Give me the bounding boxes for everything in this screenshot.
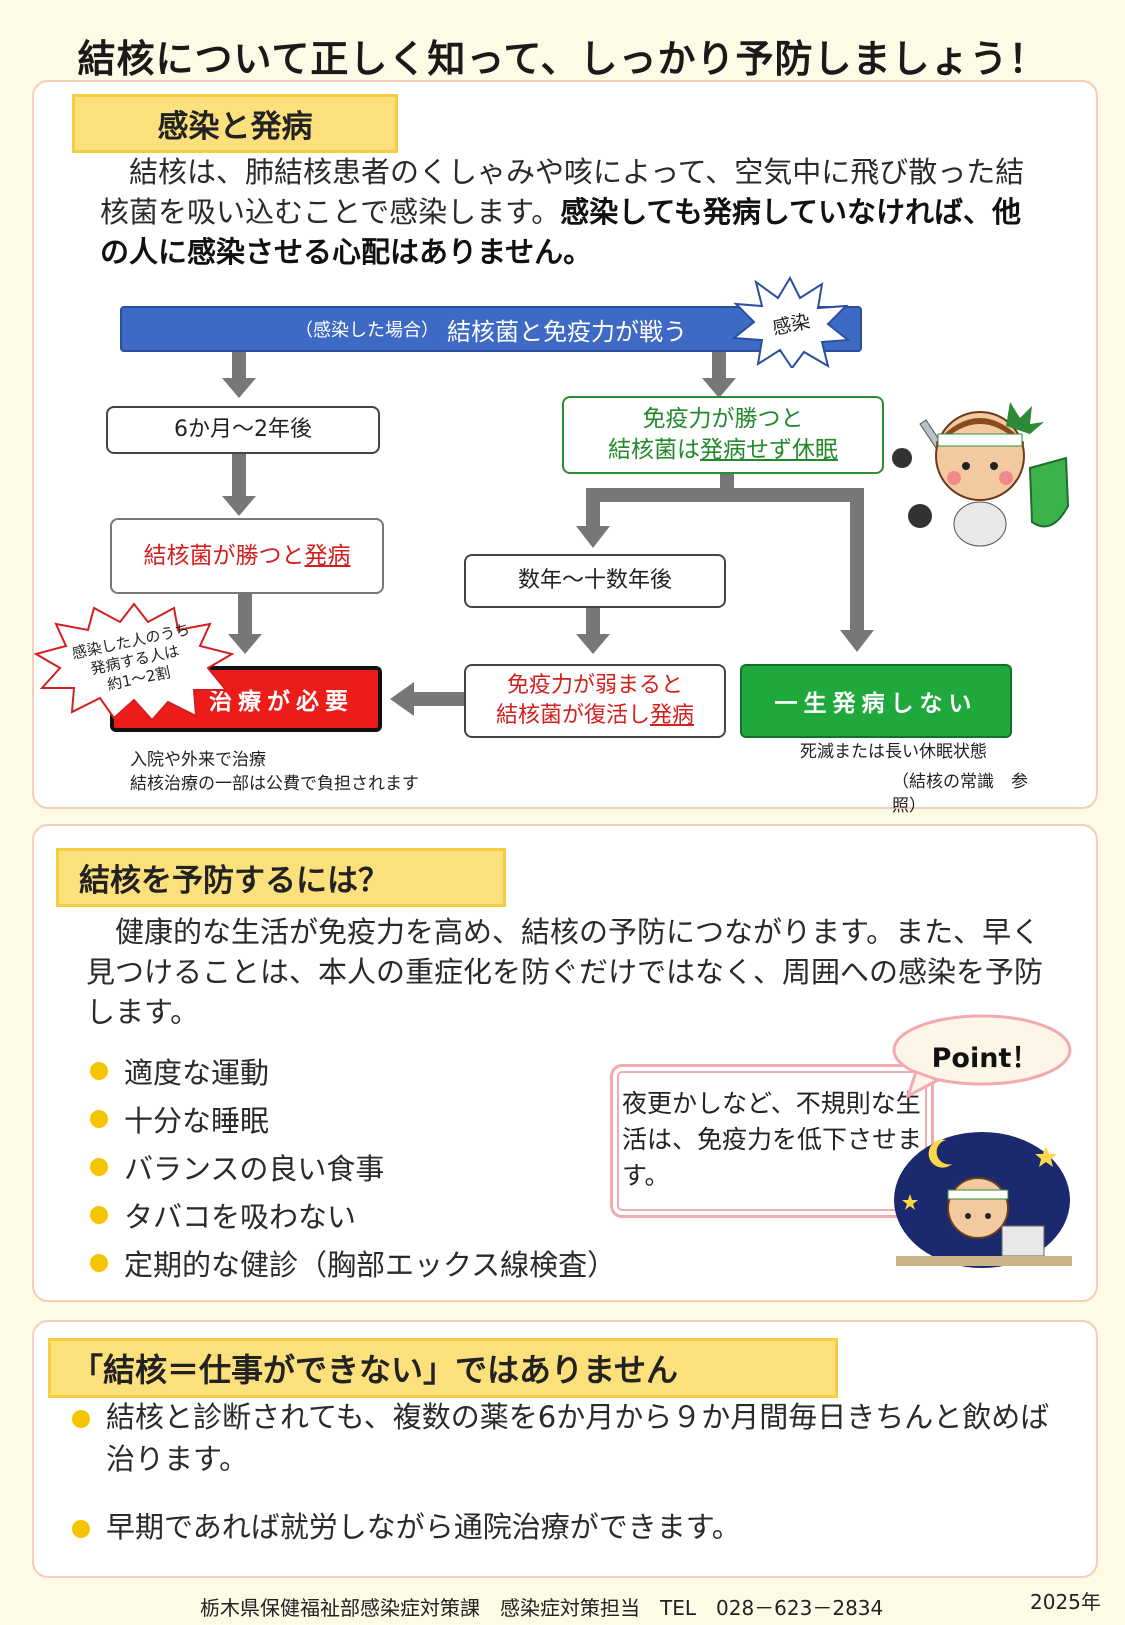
section-title-infection: 感染と発病: [72, 94, 398, 153]
flow-mid-result-underlined: 発病: [650, 703, 695, 728]
flow-left-time: 6か月～2年後: [174, 417, 312, 442]
mascot-night-illustration: [894, 1132, 1072, 1268]
bullet-dot-icon: [90, 1206, 108, 1224]
flow-top-bar: （感染した場合） 結核菌と免疫力が戦う: [120, 306, 862, 352]
star-icon: [1035, 1146, 1057, 1167]
never-develop-box: 一生発病しない: [740, 664, 1012, 738]
bullet-dot-icon: [72, 1520, 90, 1538]
treatment-note: 入院や外来で治療 結核治療の一部は公費で負担されます: [130, 748, 419, 796]
flow-arrows: [222, 350, 874, 716]
section-title-prevention: 結核を予防するには？: [56, 848, 506, 907]
moon-icon: [928, 1139, 952, 1168]
bullet-dot-icon: [90, 1158, 108, 1176]
flow-left-time-box: 6か月～2年後: [106, 406, 380, 454]
laptop-icon: [1001, 1225, 1045, 1257]
flow-left-result-box: 結核菌が勝つと発病: [110, 518, 384, 594]
section-title-work: 「結核＝仕事ができない」ではありません: [48, 1338, 838, 1398]
prevention-bullet: 適度な運動: [90, 1050, 269, 1092]
point-text: 夜更かしなど、不規則な生活は、免疫力を低下させます。: [622, 1089, 923, 1190]
never-note-2: （結核の常識 参照）: [892, 772, 1028, 816]
infection-text-bold: 感染しても発病していなければ、他の人に感染させる心配はありません。: [100, 195, 1022, 269]
prevention-bullet: 十分な睡眠: [90, 1098, 269, 1140]
point-bubble-icon: [892, 1014, 1072, 1098]
prevention-bullet: 定期的な健診（胸部エックス線検査）: [90, 1242, 616, 1284]
treatment-note-2: 結核治療の一部は公費で負担されます: [130, 774, 419, 794]
footer-year: 2025年: [1030, 1590, 1101, 1614]
star-icon: [902, 1194, 918, 1210]
flow-mid-result-box: 免疫力が弱まると 結核菌が復活し発病: [464, 664, 726, 738]
flow-right-result-box: 免疫力が勝つと 結核菌は発病せず休眠: [562, 396, 884, 474]
flow-left-result: 結核菌が勝つと: [143, 543, 305, 569]
point-label: Point！: [931, 1043, 1039, 1074]
infection-paragraph: 結核は、肺結核患者のくしゃみや咳によって、空気中に飛び散った結核菌を吸い込むこと…: [100, 152, 1040, 272]
flow-mid-result-line1: 免疫力が弱まると: [506, 673, 683, 698]
bullet-dot-icon: [90, 1062, 108, 1080]
prevention-bullet: タバコを吸わない: [90, 1194, 356, 1236]
work-bullet: 結核と診断されても、複数の薬を6か月から９か月間毎日きちんと飲めば治ります。: [72, 1396, 1062, 1480]
flow-right-result-line1: 免疫力が勝つと: [642, 406, 804, 432]
never-note: 死滅または長い休眠状態 （結核の常識 参照）: [800, 740, 1050, 818]
treatment-box: 治療が必要: [110, 666, 382, 732]
point-box: [610, 1064, 934, 1218]
flow-top-prefix: （感染した場合）: [295, 320, 439, 341]
flow-mid-result-line2: 結核菌が復活し: [495, 703, 650, 728]
bullet-dot-icon: [90, 1254, 108, 1272]
flow-right-result-underlined: 発病せず休眠: [700, 437, 838, 463]
mascot-warrior-illustration: [892, 402, 1070, 547]
flow-left-result-underlined: 発病: [304, 543, 351, 569]
footer-contact: 栃木県保健福祉部感染症対策課 感染症対策担当 TEL 028－623－2834: [200, 1596, 884, 1620]
flow-right-result-line2: 結核菌は: [608, 437, 700, 463]
flow-mid-time-box: 数年～十数年後: [464, 554, 726, 608]
infection-text: 結核は、肺結核患者のくしゃみや咳によって、空気中に飛び散った結核菌を吸い込むこと…: [100, 155, 1025, 229]
prevention-bullet: バランスの良い食事: [90, 1146, 384, 1188]
never-note-1: 死滅または長い休眠状態: [800, 742, 987, 762]
prevention-paragraph: 健康的な生活が免疫力を高め、結核の予防につながります。また、早く見つけることは、…: [86, 915, 1044, 1029]
work-bullet: 早期であれば就労しながら通院治療ができます。: [72, 1506, 1062, 1548]
ratio-burst-icon: [34, 602, 234, 720]
infection-burst-icon: [731, 276, 850, 368]
treatment-label: 治療が必要: [209, 689, 354, 715]
never-develop-label: 一生発病しない: [774, 691, 978, 717]
flow-mid-time: 数年～十数年後: [517, 568, 672, 593]
bullet-dot-icon: [72, 1410, 90, 1428]
flow-top-main: 結核菌と免疫力が戦う: [447, 317, 687, 346]
page-title: 結核について正しく知って、しっかり予防しましょう！: [77, 37, 1048, 81]
bullet-dot-icon: [90, 1110, 108, 1128]
germ-icon: [892, 448, 932, 528]
treatment-note-1: 入院や外来で治療: [130, 750, 266, 770]
